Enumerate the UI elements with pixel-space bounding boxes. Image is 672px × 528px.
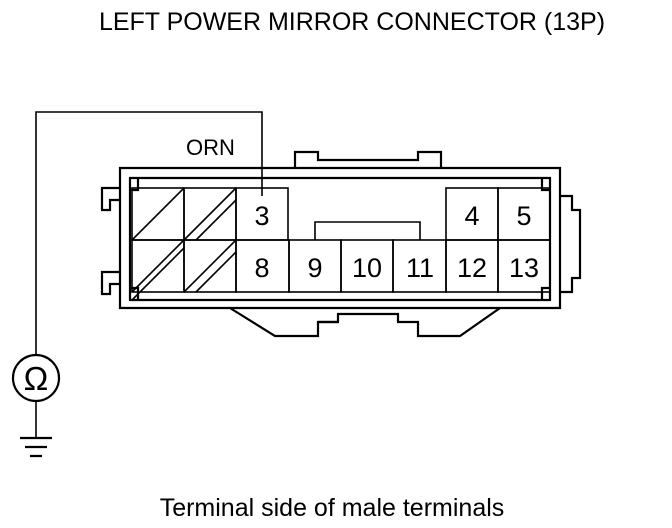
probe-wire <box>35 111 263 354</box>
terminal-9-label: 9 <box>307 253 322 283</box>
diagram-caption: Terminal side of male terminals <box>160 494 505 522</box>
diagram-title: LEFT POWER MIRROR CONNECTOR (13P) <box>99 8 605 36</box>
wire-color-label: ORN <box>186 135 235 160</box>
terminal-13 <box>497 239 551 293</box>
ohm-symbol: Ω <box>24 360 49 397</box>
terminal-3-label: 3 <box>254 201 269 231</box>
terminal-4-label: 4 <box>464 201 479 231</box>
terminal-grid: 3 4 5 8 9 10 11 12 13 <box>131 187 551 301</box>
terminal-8-label: 8 <box>254 253 269 283</box>
ohmmeter-icon: Ω <box>11 353 61 403</box>
terminal-13-label: 13 <box>509 253 539 283</box>
ground-icon <box>20 401 52 458</box>
terminal-10-label: 10 <box>352 253 382 283</box>
terminal-5-label: 5 <box>516 201 531 231</box>
terminal-12-label: 12 <box>457 253 487 283</box>
terminal-11-label: 11 <box>406 253 434 283</box>
